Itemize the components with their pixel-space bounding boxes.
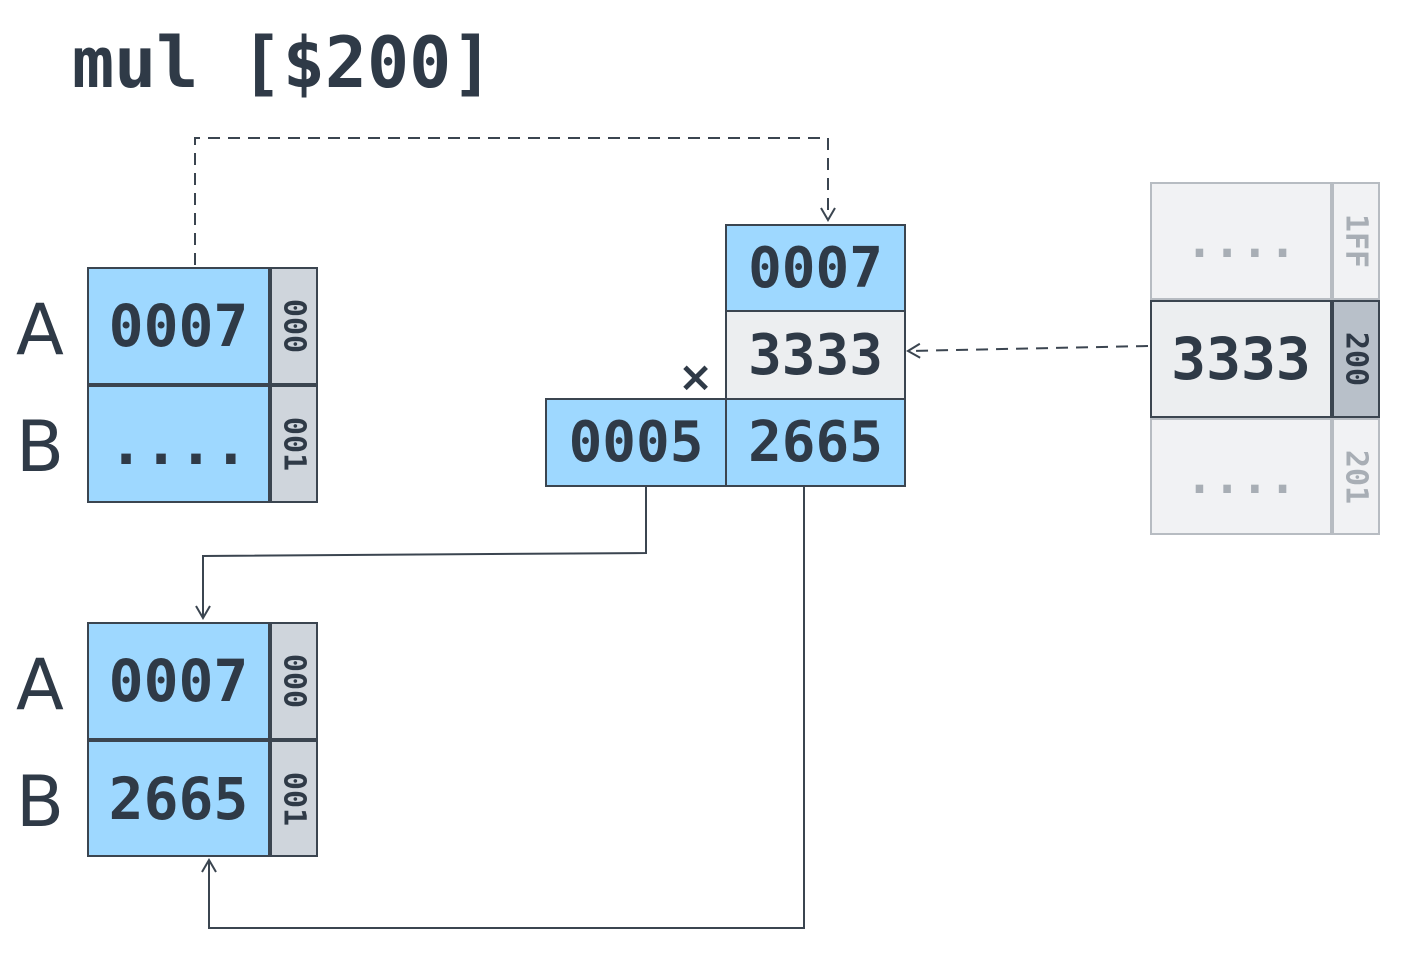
after-register-b-label: B <box>15 761 65 843</box>
before-register-b-address: 001 <box>270 385 318 503</box>
instruction-title: mul [$200] <box>72 22 494 104</box>
result-high-cell: 0005 <box>545 398 727 487</box>
after-register-a-label: A <box>16 644 64 726</box>
memory-address-200: 200 <box>1332 300 1380 418</box>
before-register-b-value: .... <box>87 385 270 503</box>
load-mem-arrow <box>906 342 1149 359</box>
before-register-a-label: A <box>16 289 64 371</box>
memory-cell-201: .... <box>1150 418 1332 535</box>
multiply-operator: × <box>678 352 714 401</box>
result-low-cell: 2665 <box>725 398 906 487</box>
high-result-arrow <box>195 487 647 620</box>
before-register-a-address: 000 <box>270 267 318 385</box>
memory-address-1ff: 1FF <box>1332 182 1380 300</box>
memory-cell-1ff: .... <box>1150 182 1332 300</box>
after-register-a-address: 000 <box>270 622 318 740</box>
after-register-a-value: 0007 <box>87 622 270 740</box>
memory-address-201: 201 <box>1332 418 1380 535</box>
operand-a-cell: 0007 <box>725 224 906 312</box>
before-register-a-value: 0007 <box>87 267 270 385</box>
operand-mem-cell: 3333 <box>725 310 906 400</box>
load-a-arrow <box>194 137 836 265</box>
before-register-b-label: B <box>15 406 65 488</box>
low-result-arrow <box>201 487 805 929</box>
memory-cell-200: 3333 <box>1150 300 1332 418</box>
after-register-b-address: 001 <box>270 740 318 857</box>
after-register-b-value: 2665 <box>87 740 270 857</box>
